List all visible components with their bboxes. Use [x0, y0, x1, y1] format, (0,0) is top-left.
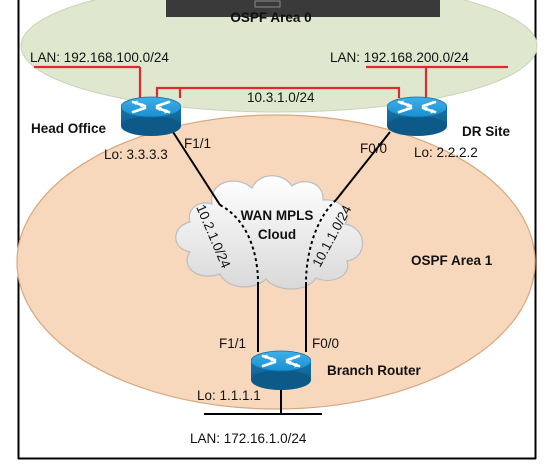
area0-title-bar: [166, 0, 440, 17]
head-office-wan-link: [172, 131, 221, 206]
branch-lan-label: LAN: 172.16.1.0/24: [190, 431, 307, 446]
area0-ellipse: [20, 0, 538, 113]
dr-site-wan-link: [335, 131, 391, 201]
head-office-router-icon[interactable]: [121, 96, 181, 136]
area0-label: OSPF Area 0: [230, 10, 311, 25]
backbone-subnet-label: 10.3.1.0/24: [247, 90, 315, 105]
dr-site-interface: F0/0: [360, 141, 387, 156]
left-wan-dashed-path: [219, 204, 259, 283]
head-office-loopback: Lo: 3.3.3.3: [104, 147, 168, 162]
head-office-name: Head Office: [31, 121, 107, 136]
cloud-icon: [175, 175, 363, 290]
dr-site-router-icon[interactable]: [387, 96, 447, 136]
dr-site-lan-label: LAN: 192.168.200.0/24: [330, 50, 469, 65]
area0-bar-tab: [254, 0, 281, 8]
head-office-interface: F1/1: [184, 136, 211, 151]
right-wan-dashed-path: [305, 199, 337, 283]
cloud-label-line2: Cloud: [258, 227, 296, 242]
branch-router-name: Branch Router: [327, 363, 422, 378]
head-office-lan-label: LAN: 192.168.100.0/24: [30, 50, 169, 65]
dr-site-loopback: Lo: 2.2.2.2: [414, 145, 478, 160]
branch-right-interface: F0/0: [312, 336, 339, 351]
area1-label: OSPF Area 1: [411, 253, 493, 268]
branch-router-icon[interactable]: [251, 350, 311, 390]
backbone-link: [155, 86, 401, 98]
dr-site-name: DR Site: [462, 124, 511, 139]
cloud-label-line1: WAN MPLS: [241, 208, 314, 223]
branch-loopback: Lo: 1.1.1.1: [197, 388, 261, 403]
branch-left-interface: F1/1: [219, 336, 246, 351]
